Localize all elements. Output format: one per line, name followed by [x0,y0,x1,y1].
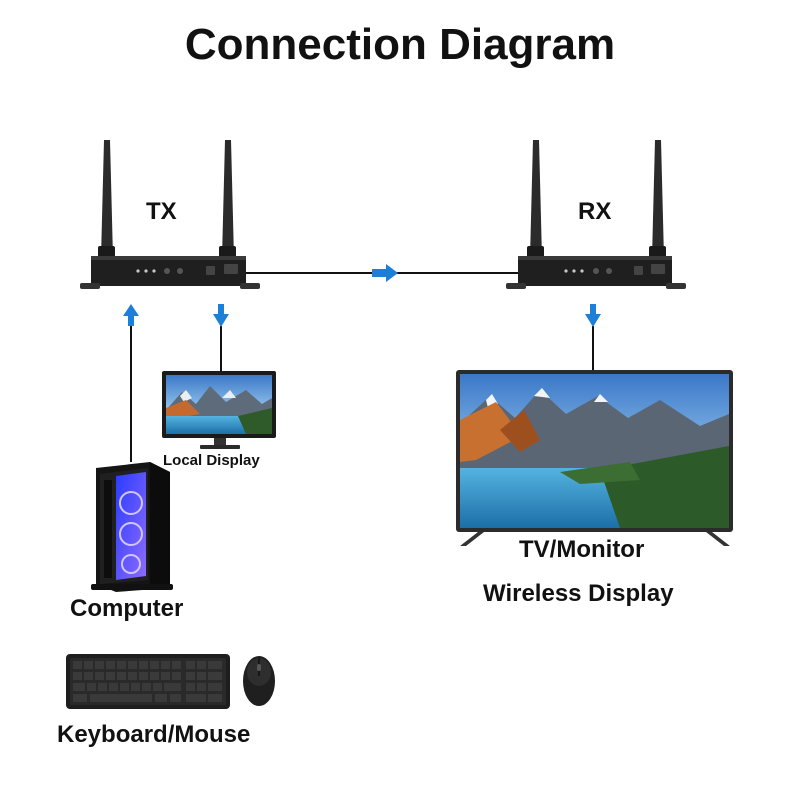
rx-receiver [506,140,686,289]
arrow-up-icon [123,304,139,326]
tv-icon [456,370,733,546]
wireless-display-label: Wireless Display [483,580,674,607]
arrow-right-icon [372,264,398,282]
tx-label: TX [146,198,177,225]
pc-tower-icon [91,462,173,592]
antenna-icon [101,140,113,258]
arrow-down-icon [213,304,229,327]
diagram-title: Connection Diagram [184,20,616,69]
rx-label: RX [578,198,612,225]
antenna-icon [530,140,542,258]
tv-monitor-label: TV/Monitor [519,536,645,563]
computer-label: Computer [70,595,184,622]
monitor-icon [162,371,276,449]
tx-transmitter [80,140,260,289]
antenna-icon [652,140,664,258]
mouse-icon [243,656,275,706]
local-display-label: Local Display [163,452,260,469]
keyboard-mouse-label: Keyboard/Mouse [57,721,251,748]
keyboard-icon [66,654,230,709]
antenna-icon [222,140,234,258]
arrow-down-icon [585,304,601,327]
